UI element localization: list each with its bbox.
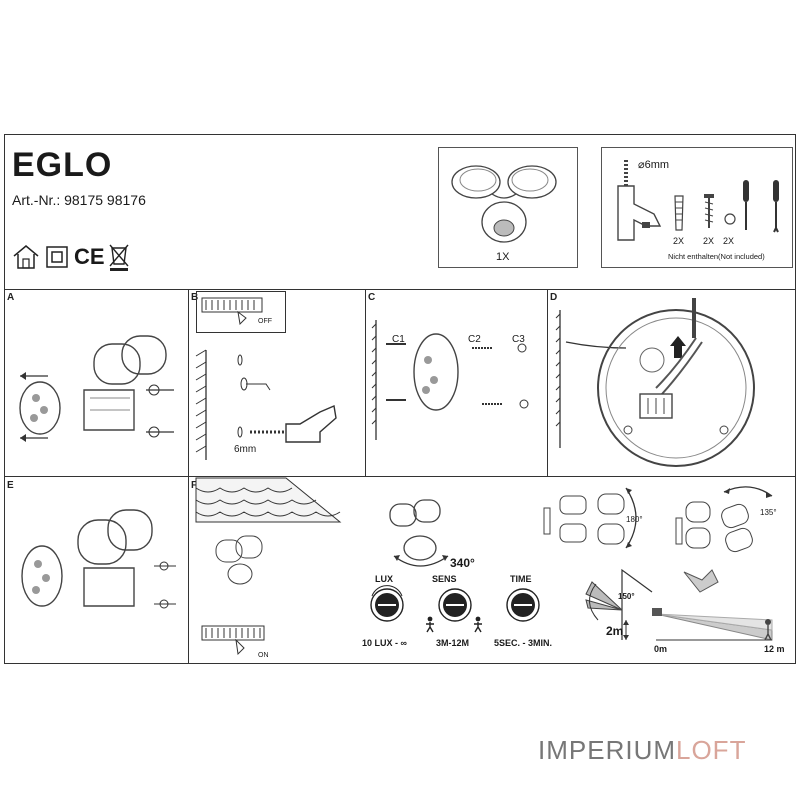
col-divider-3 — [547, 289, 548, 476]
panel-c-illustration — [371, 320, 529, 440]
cap-quantity: 2X — [723, 236, 735, 246]
panel-f-roof-illustration — [195, 477, 342, 585]
sens-person-far-icon — [474, 616, 482, 633]
package-quantity: 1X — [496, 251, 510, 263]
rotation-illustration — [389, 499, 449, 567]
watermark: IMPERIUMLOFT — [538, 735, 746, 766]
lux-label: LUX — [375, 574, 393, 584]
panel-d-label: D — [550, 292, 558, 303]
switch-off-label: OFF — [258, 318, 272, 325]
drill-size-b: 6mm — [234, 444, 257, 455]
angle-135: 135° — [760, 508, 777, 517]
screw-icon — [704, 194, 714, 228]
screwdriver-phillips-icon — [773, 180, 779, 233]
label-c3: C3 — [512, 334, 525, 345]
tilt-180-illustration — [543, 487, 637, 549]
sens-range: 3M-12M — [436, 638, 470, 648]
panel-b-illustration — [195, 349, 337, 460]
plug-quantity: 2X — [673, 236, 685, 246]
drill-size: ⌀6mm — [638, 159, 670, 171]
time-label: TIME — [510, 574, 532, 584]
watermark-part1: IMPERIUM — [538, 735, 676, 765]
panel-a-label: A — [7, 292, 15, 303]
panel-e-label: E — [7, 480, 14, 491]
tools-box — [601, 147, 793, 268]
watermark-part2: LOFT — [676, 735, 747, 765]
weee-bin-icon — [109, 244, 129, 271]
sens-person-near-icon — [426, 616, 434, 633]
lux-dial[interactable] — [368, 585, 406, 624]
lux-range: 10 LUX - ∞ — [362, 638, 407, 648]
detection-zone-illustration — [585, 568, 773, 641]
screwdriver-flat-icon — [743, 180, 749, 230]
sens-dial[interactable] — [436, 586, 474, 624]
article-number: Art.-Nr.: 98175 98176 — [12, 192, 146, 208]
row-divider — [4, 476, 796, 477]
time-dial[interactable] — [504, 586, 542, 624]
rotation-angle: 340° — [450, 556, 475, 570]
fuse-switch-on-icon — [201, 625, 265, 656]
header-divider — [4, 289, 796, 290]
ce-mark: CE — [74, 244, 105, 269]
luminaire-illustration — [451, 165, 557, 243]
fuse-switch-off-icon — [201, 297, 263, 326]
label-c1: C1 — [392, 334, 405, 345]
col-divider-1 — [188, 289, 189, 664]
angle-180: 180° — [626, 515, 643, 524]
panel-c-label: C — [368, 292, 376, 303]
panel-e-illustration — [21, 509, 176, 609]
label-c2: C2 — [468, 334, 481, 345]
indoor-use-icon — [13, 245, 39, 269]
cover-cap-icon — [724, 213, 736, 225]
panel-d-illustration — [555, 298, 755, 467]
panel-f-label: F — [191, 480, 198, 491]
col-divider-2 — [365, 289, 366, 476]
distance-start: 0m — [654, 644, 668, 654]
sens-label: SENS — [432, 574, 457, 584]
distance-end: 12 m — [764, 644, 785, 654]
panel-b-switch-box — [196, 291, 286, 333]
manual-frame — [4, 134, 796, 664]
time-range: 5SEC. - 3MIN. — [494, 638, 553, 648]
panel-b-label: B — [191, 292, 199, 303]
not-included-note: Nicht enthalten(Not included) — [668, 252, 765, 261]
wall-plug-icon — [674, 195, 684, 231]
drill-icon — [617, 160, 662, 241]
screw-quantity: 2X — [703, 236, 715, 246]
tilt-135-illustration — [675, 486, 773, 553]
package-contents-box — [438, 147, 578, 268]
class-ii-icon — [46, 246, 68, 268]
angle-150: 150° — [618, 592, 635, 601]
switch-on-label: ON — [258, 652, 269, 659]
brand-logo: EGLO — [12, 146, 113, 184]
mount-height: 2m — [606, 624, 624, 638]
panel-a-illustration — [19, 335, 174, 442]
